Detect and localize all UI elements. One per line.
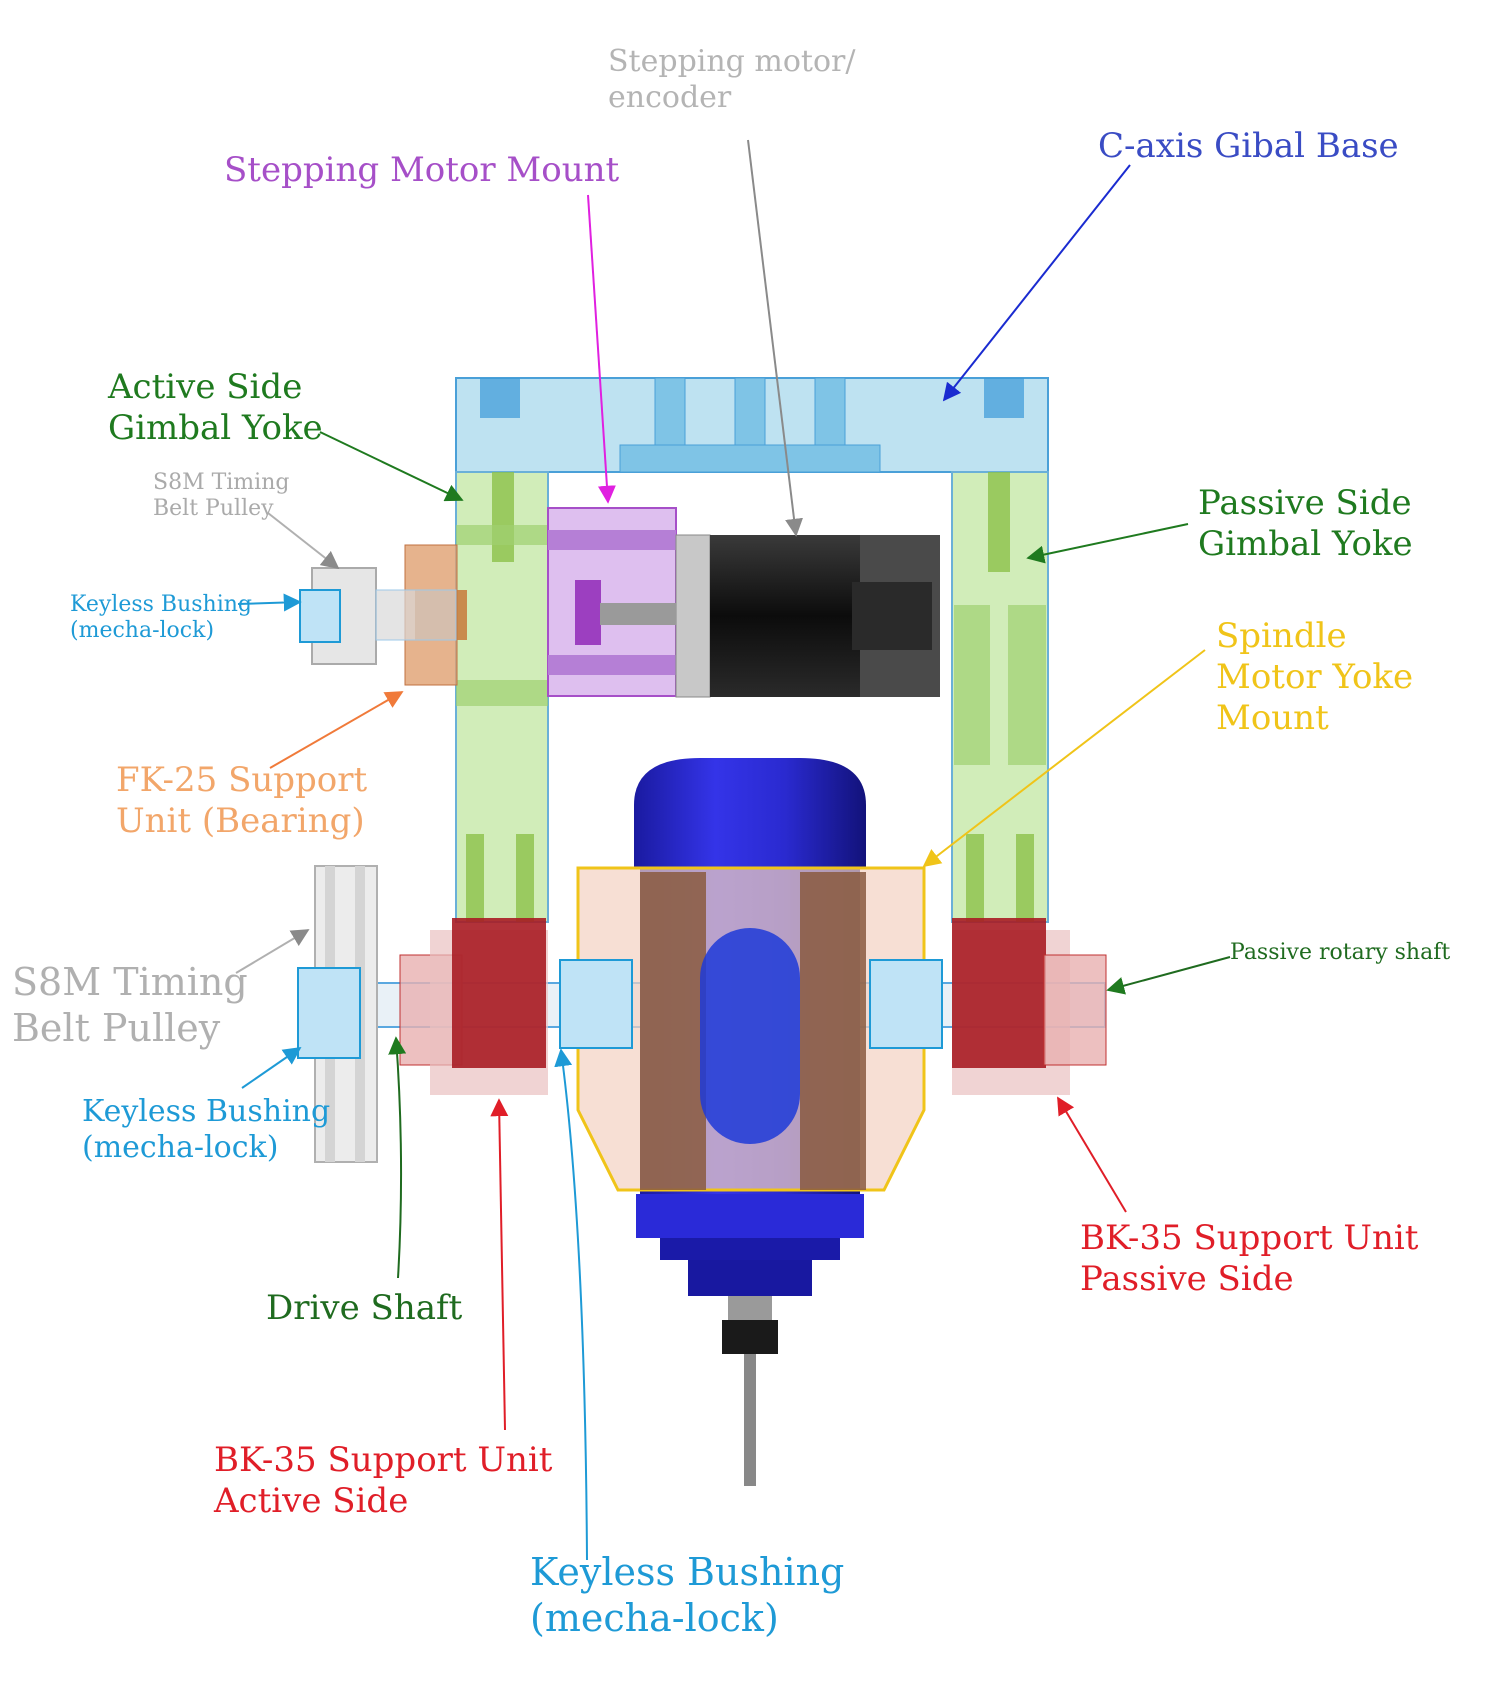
- active-side-gimbal-yoke: [455, 471, 549, 923]
- label-passive-side-yoke: Passive Side Gimbal Yoke: [1198, 483, 1413, 564]
- leader-stepper: [747, 139, 803, 537]
- c-axis-gimbal-base: [455, 377, 1049, 473]
- bk35-support-passive: [952, 918, 1107, 1095]
- leader-bushing-left: [241, 1046, 302, 1089]
- leader-gimbal-base: [942, 164, 1131, 402]
- leader-passive-yoke: [1026, 523, 1189, 564]
- leader-passive-shaft: [1106, 956, 1231, 995]
- label-stepping-motor-mount: Stepping Motor Mount: [224, 150, 620, 190]
- keyless-bushing-passive: [869, 959, 943, 1049]
- label-keyless-bushing-small: Keyless Bushing (mecha-lock): [70, 592, 253, 644]
- label-bk35-passive: BK-35 Support Unit Passive Side: [1080, 1218, 1419, 1299]
- keyless-bushing-active: [559, 959, 633, 1049]
- label-s8m-pulley-small: S8M Timing Belt Pulley: [153, 470, 290, 522]
- passive-side-gimbal-yoke: [951, 471, 1049, 923]
- stepping-motor-mount: [547, 507, 677, 697]
- label-keyless-bushing-left: Keyless Bushing (mecha-lock): [82, 1094, 331, 1165]
- leader-bk35-active: [490, 1098, 509, 1431]
- label-passive-rotary-shaft: Passive rotary shaft: [1230, 940, 1451, 965]
- label-bk35-active: BK-35 Support Unit Active Side: [214, 1440, 553, 1521]
- label-keyless-bushing-bottom: Keyless Bushing (mecha-lock): [530, 1550, 845, 1640]
- leader-spindle-mount: [922, 649, 1206, 868]
- leader-bk35-passive: [1057, 1096, 1127, 1213]
- spindle-motor-yoke-mount: [576, 866, 926, 1192]
- keyless-bushing-left: [297, 967, 361, 1059]
- label-active-side-yoke: Active Side Gimbal Yoke: [108, 367, 323, 448]
- label-s8m-pulley-large: S8M Timing Belt Pulley: [12, 960, 248, 1050]
- leader-bushing-bottom: [554, 1048, 588, 1561]
- label-fk25-support: FK-25 Support Unit (Bearing): [116, 760, 368, 841]
- label-c-axis-gimbal-base: C-axis Gibal Base: [1098, 126, 1399, 166]
- label-stepping-motor-encoder: Stepping motor/ encoder: [608, 44, 856, 115]
- leader-pulley-small: [267, 512, 340, 570]
- bk35-support-active: [399, 918, 548, 1095]
- leader-fk25: [269, 691, 404, 769]
- stepping-motor-encoder: [600, 534, 940, 698]
- leader-bushing-small: [237, 593, 302, 612]
- label-drive-shaft: Drive Shaft: [266, 1288, 463, 1328]
- keyless-bushing-small: [299, 589, 341, 643]
- leader-drive-shaft: [388, 1036, 407, 1279]
- label-spindle-motor-yoke-mount: Spindle Motor Yoke Mount: [1216, 616, 1414, 738]
- leader-motor-mount: [587, 194, 616, 504]
- leader-active-yoke: [319, 431, 464, 502]
- leader-pulley-large: [235, 929, 310, 974]
